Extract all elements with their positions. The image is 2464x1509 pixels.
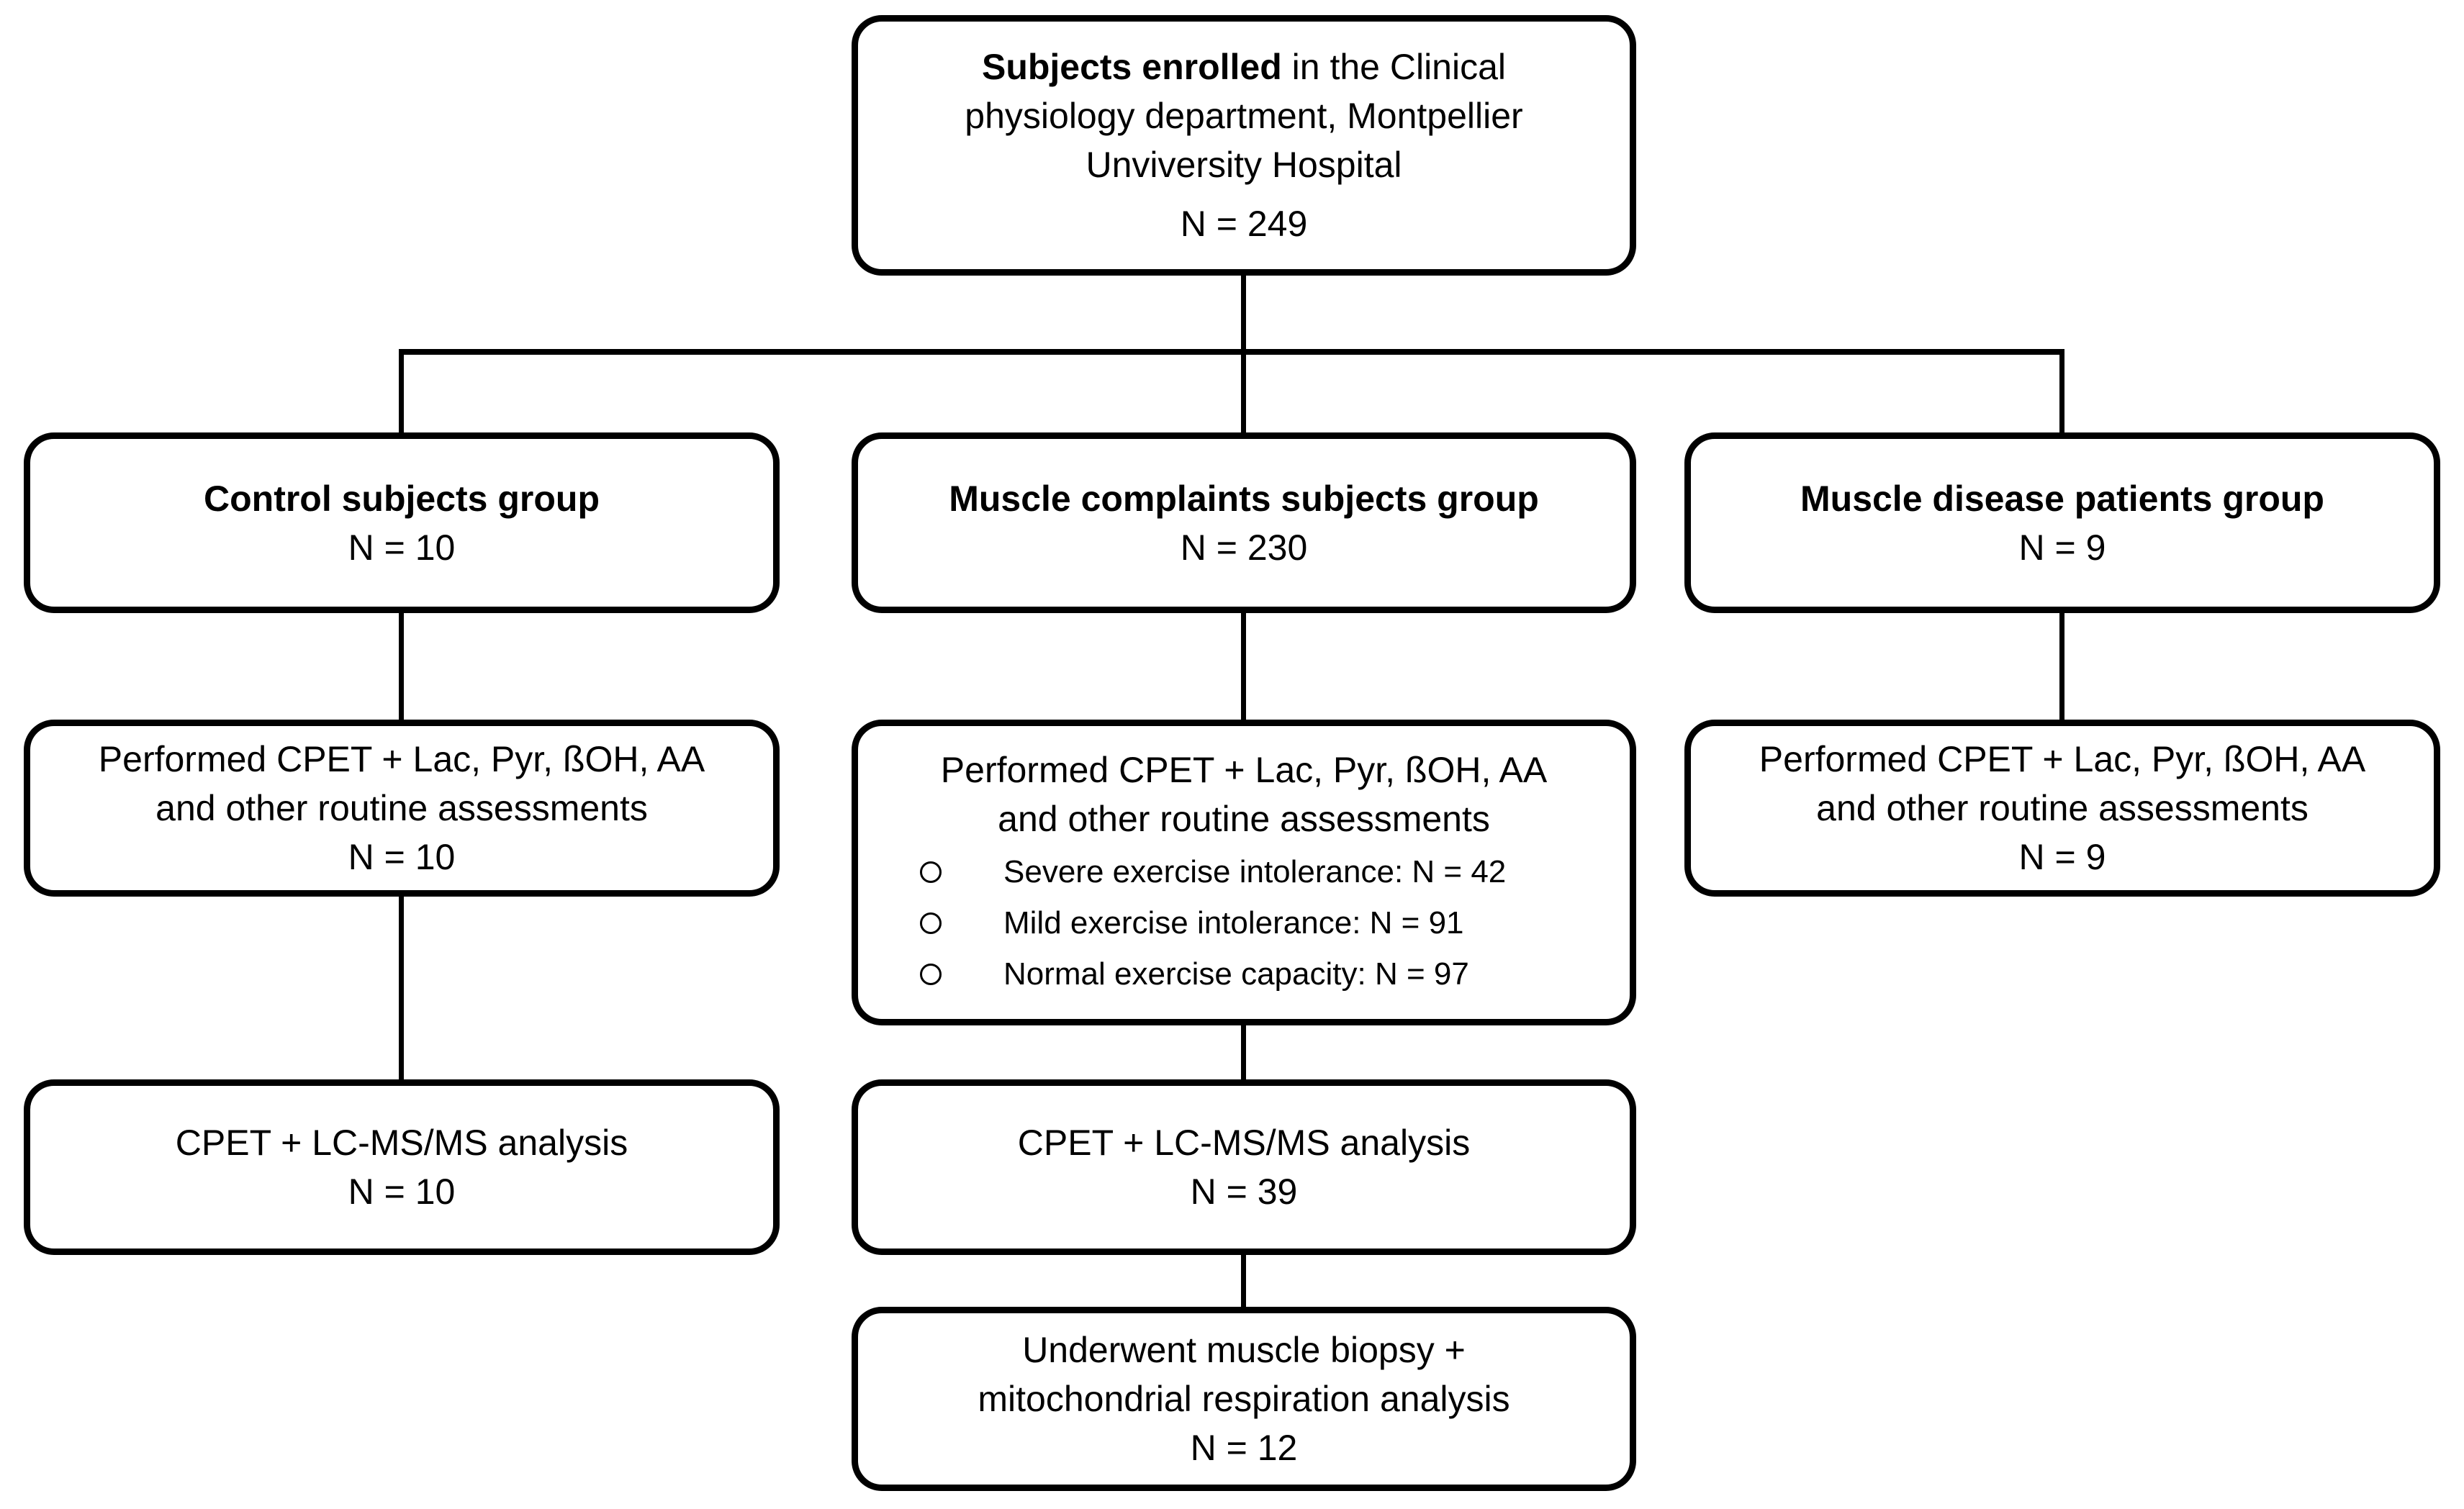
control-assessment-n: N = 10 [348,837,456,877]
disease-assessment-n: N = 9 [2018,837,2106,877]
connector-branch-to-control [399,349,404,432]
circle-bullet-icon [920,861,942,883]
control-lcms-line1: CPET + LC-MS/MS analysis [175,1123,628,1163]
control-group-title: Control subjects group [204,478,600,519]
complaints-lcms-box: CPET + LC-MS/MS analysis N = 39 [852,1079,1636,1255]
biopsy-line1: Underwent muscle biopsy + [1022,1330,1466,1370]
list-item-text: Severe exercise intolerance: N = 42 [1003,853,1507,889]
complaints-assessment-box: Performed CPET + Lac, Pyr, ßOH, AA and o… [852,720,1636,1025]
enrollment-box: Subjects enrolled in the Clinical physio… [852,15,1636,276]
connector-control-group-to-assessment [399,613,404,720]
complaints-assessment-line1: Performed CPET + Lac, Pyr, ßOH, AA [940,750,1548,790]
control-assessment-line1: Performed CPET + Lac, Pyr, ßOH, AA [98,739,705,779]
biopsy-line2: mitochondrial respiration analysis [978,1379,1510,1419]
connector-disease-group-to-assessment [2059,613,2064,720]
disease-assessment-line1: Performed CPET + Lac, Pyr, ßOH, AA [1759,739,2366,779]
enrollment-line1-rest: in the Clinical [1281,47,1507,87]
list-item: Mild exercise intolerance: N = 91 [875,897,1612,948]
control-group-n: N = 10 [348,527,456,568]
list-item: Severe exercise intolerance: N = 42 [875,846,1612,897]
connector-complaints-group-to-assessment [1241,613,1246,720]
complaints-lcms-n: N = 39 [1190,1172,1298,1212]
connector-control-assessment-to-lcms [399,897,404,1079]
control-assessment-box: Performed CPET + Lac, Pyr, ßOH, AA and o… [24,720,780,897]
control-assessment-line2: and other routine assessments [155,788,648,828]
connector-complaints-assessment-to-lcms [1241,1025,1246,1079]
list-item: Normal exercise capacity: N = 97 [875,948,1612,1000]
connector-branch-to-disease [2059,349,2064,432]
biopsy-box: Underwent muscle biopsy + mitochondrial … [852,1307,1636,1491]
muscle-complaints-group-title: Muscle complaints subjects group [949,478,1539,519]
muscle-disease-group-n: N = 9 [2018,527,2106,568]
control-group-box: Control subjects group N = 10 [24,432,780,613]
complaints-assessment-line2: and other routine assessments [998,799,1490,839]
muscle-complaints-group-n: N = 230 [1180,527,1308,568]
disease-assessment-line2: and other routine assessments [1816,788,2309,828]
connector-branch-horizontal [399,349,2064,355]
muscle-disease-group-title: Muscle disease patients group [1800,478,2324,519]
circle-bullet-icon [920,912,942,934]
list-item-text: Normal exercise capacity: N = 97 [1003,956,1469,992]
muscle-disease-group-box: Muscle disease patients group N = 9 [1684,432,2440,613]
exercise-intolerance-list: Severe exercise intolerance: N = 42 Mild… [875,846,1612,1000]
enrollment-line1-bold: Subjects enrolled [981,47,1282,87]
enrollment-line3: Unviversity Hospital [1086,145,1402,185]
biopsy-n: N = 12 [1190,1428,1298,1468]
control-lcms-n: N = 10 [348,1172,456,1212]
control-lcms-box: CPET + LC-MS/MS analysis N = 10 [24,1079,780,1255]
connector-complaints-lcms-to-biopsy [1241,1255,1246,1307]
enrollment-line2: physiology department, Montpellier [965,96,1523,136]
complaints-lcms-line1: CPET + LC-MS/MS analysis [1017,1123,1471,1163]
enrollment-n: N = 249 [1180,204,1308,244]
disease-assessment-box: Performed CPET + Lac, Pyr, ßOH, AA and o… [1684,720,2440,897]
enrollment-line1: Subjects enrolled in the Clinical [982,42,1506,91]
list-item-text: Mild exercise intolerance: N = 91 [1003,905,1464,941]
circle-bullet-icon [920,963,942,985]
muscle-complaints-group-box: Muscle complaints subjects group N = 230 [852,432,1636,613]
